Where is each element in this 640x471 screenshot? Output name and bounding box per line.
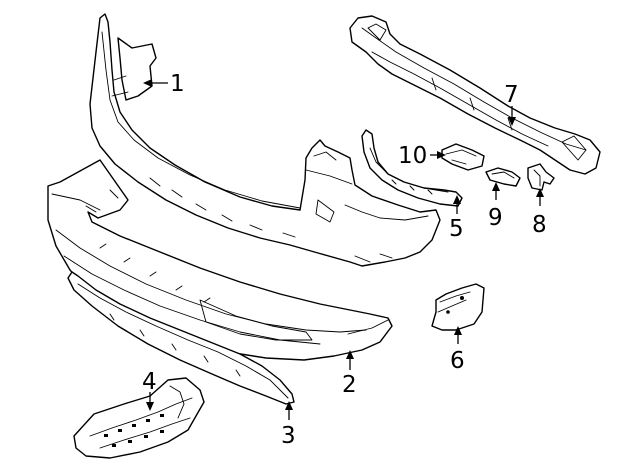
callout-9: 9 — [488, 182, 503, 231]
callout-4: 4 — [142, 369, 157, 411]
bracket-10 — [441, 143, 485, 171]
clip-9 — [485, 167, 521, 187]
svg-text:5: 5 — [449, 216, 464, 242]
svg-text:3: 3 — [281, 423, 296, 449]
svg-text:9: 9 — [488, 205, 503, 231]
svg-text:7: 7 — [504, 82, 519, 108]
callout-2: 2 — [342, 350, 357, 398]
skid-plate — [73, 377, 205, 459]
callout-8: 8 — [532, 188, 547, 238]
bracket-8 — [527, 163, 555, 191]
corner-bracket — [431, 283, 485, 331]
callout-5: 5 — [449, 195, 464, 242]
callout-3: 3 — [281, 401, 296, 449]
bumper-reinforcement — [349, 15, 601, 175]
lower-trim-strip — [67, 271, 295, 405]
svg-text:1: 1 — [170, 71, 185, 97]
svg-text:8: 8 — [532, 212, 547, 238]
svg-text:10: 10 — [398, 143, 427, 169]
svg-text:6: 6 — [450, 348, 465, 374]
callout-6: 6 — [450, 326, 465, 374]
callout-7: 7 — [504, 82, 519, 126]
side-bracket-strip — [361, 129, 463, 207]
svg-text:2: 2 — [342, 372, 357, 398]
callout-1: 1 — [143, 71, 185, 97]
svg-text:4: 4 — [142, 369, 157, 395]
callout-10: 10 — [398, 143, 446, 169]
